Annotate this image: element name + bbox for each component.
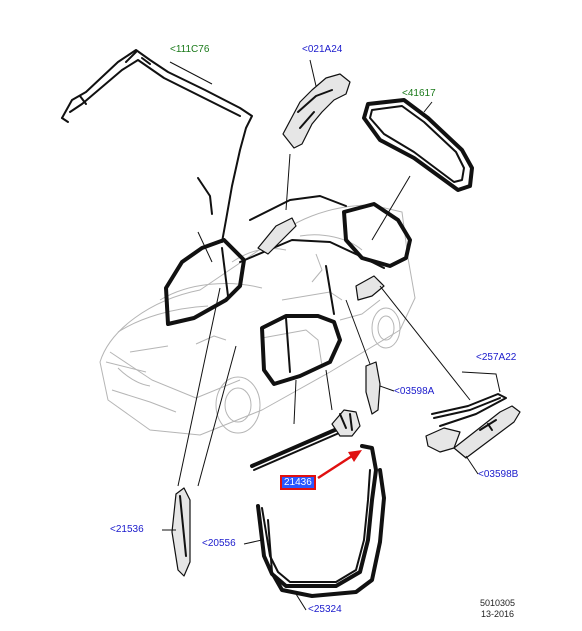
drawing-date: 13-2016 — [481, 609, 515, 619]
callout-111c76[interactable]: <111C76 — [170, 44, 210, 55]
selection-arrow — [317, 450, 362, 480]
part-20556[interactable] — [256, 444, 378, 588]
drawing-code: 5010305 — [480, 598, 516, 608]
leader-lines — [162, 59, 501, 611]
part-021a24[interactable] — [282, 73, 351, 149]
callout-21536[interactable]: <21536 — [110, 524, 144, 535]
callout-25324[interactable]: <25324 — [308, 604, 342, 615]
callout-257a22[interactable]: <257A22 — [476, 352, 517, 363]
part-03598a[interactable] — [365, 361, 381, 415]
callout-03598b[interactable]: <03598B — [478, 469, 519, 480]
callout-021a24[interactable]: <021A24 — [302, 44, 343, 55]
part-25324[interactable] — [267, 468, 386, 598]
part-21536[interactable] — [171, 487, 191, 577]
drawing-reference: 5010305 13-2016 — [480, 598, 515, 620]
callout-41617[interactable]: <41617 — [402, 88, 436, 99]
callout-21436-selected[interactable]: 21436 — [280, 475, 316, 490]
part-41617[interactable] — [362, 98, 474, 192]
part-111c76[interactable] — [61, 49, 253, 243]
callout-03598a[interactable]: <03598A — [394, 386, 435, 397]
body-aperture-seals[interactable] — [164, 195, 412, 386]
part-03598b[interactable] — [425, 405, 521, 459]
callout-20556[interactable]: <20556 — [202, 538, 236, 549]
part-21436[interactable] — [250, 409, 361, 471]
part-257a22[interactable] — [431, 393, 507, 427]
